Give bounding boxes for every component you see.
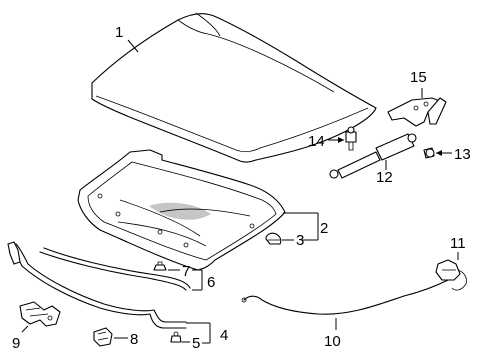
callout-3: 3	[296, 232, 304, 249]
seal-clip-7	[153, 261, 167, 271]
ball-stud-lower	[423, 147, 435, 159]
hood-release-cable	[241, 269, 467, 315]
callout-7: 7	[182, 263, 190, 280]
hood-latch	[19, 301, 61, 327]
callout-5: 5	[192, 335, 200, 352]
callout-4: 4	[220, 327, 228, 344]
callout-10: 10	[324, 333, 341, 350]
callout-2: 2	[320, 220, 328, 237]
hood-inner-panel	[77, 149, 286, 271]
arrow-13	[436, 150, 442, 156]
seal-clip-5	[170, 331, 182, 343]
callout-11: 11	[450, 235, 466, 252]
hood-seal-lower	[7, 241, 187, 329]
leader-1	[127, 39, 139, 53]
callout-6: 6	[207, 274, 215, 291]
ball-stud-upper	[345, 126, 357, 151]
hood-release-handle	[435, 259, 461, 281]
callout-12: 12	[376, 169, 393, 186]
insulator-clip	[265, 232, 282, 245]
hood-hinge	[387, 97, 447, 127]
release-cable-bracket	[93, 327, 113, 347]
arrow-14	[338, 137, 344, 143]
callout-1: 1	[115, 24, 123, 41]
hood-support-strut	[329, 133, 417, 179]
callout-9: 9	[12, 335, 20, 352]
callout-13: 13	[454, 146, 471, 163]
hood-panel	[91, 12, 377, 163]
callout-14: 14	[308, 133, 325, 150]
callout-15: 15	[410, 69, 427, 86]
hood-seal-upper	[39, 247, 191, 291]
leader-9	[21, 325, 29, 333]
callout-8: 8	[130, 331, 138, 348]
